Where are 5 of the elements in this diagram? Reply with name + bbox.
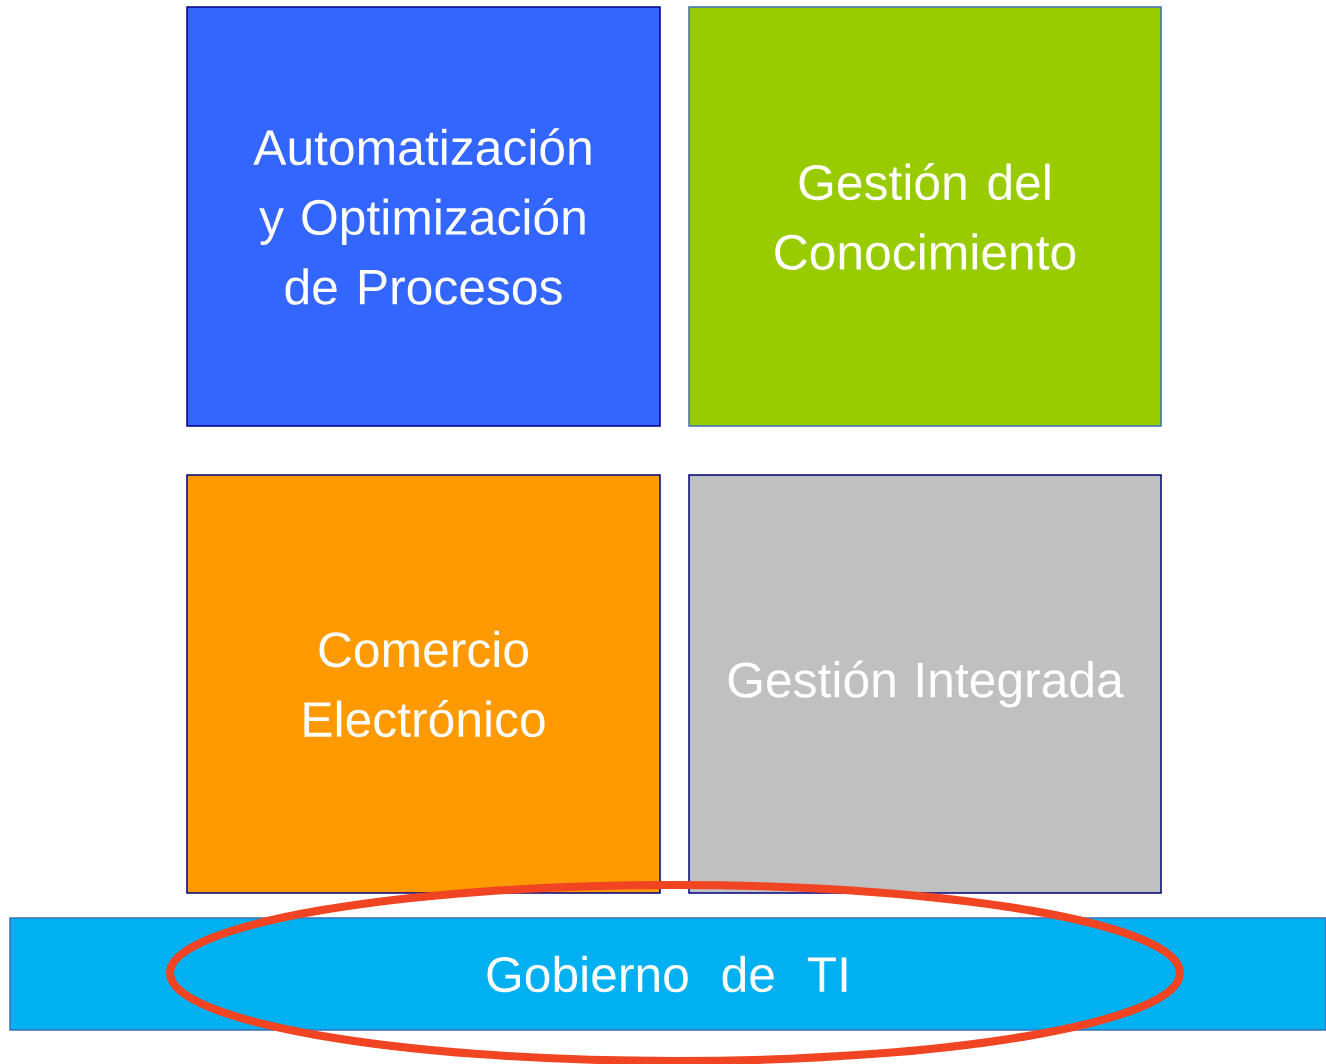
process-box: Gestión del Conocimiento: [688, 6, 1162, 427]
foundation-band: Gobierno de TI: [9, 917, 1326, 1031]
process-box: Gestión Integrada: [688, 474, 1162, 894]
process-box: Comercio Electrónico: [186, 474, 661, 894]
process-box: Automatización y Optimización de Procesos: [186, 6, 661, 427]
